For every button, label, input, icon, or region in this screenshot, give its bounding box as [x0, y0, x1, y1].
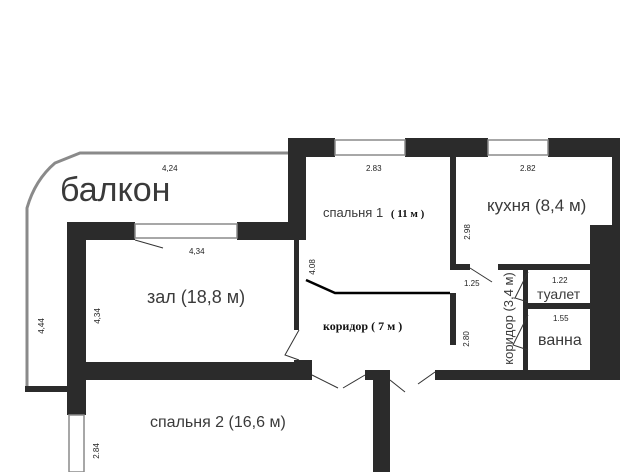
balcony-rail — [25, 151, 288, 392]
dim-bedroom2-height: 2.84 — [91, 443, 101, 459]
room-label-toilet: туалет — [537, 286, 581, 302]
bedroom1-name: спальня 1 — [323, 205, 384, 220]
dim-toilet-width: 1.22 — [552, 276, 568, 285]
dim-balcony-width: 4,24 — [162, 164, 178, 173]
dim-bath-width: 1.55 — [553, 314, 569, 323]
windows — [68, 139, 549, 472]
room-label-balcony: балкон — [60, 171, 171, 209]
room-label-bath: ванна — [538, 332, 582, 349]
room-label-bedroom1: спальня 1 ( 11 м ) — [323, 206, 424, 220]
walls — [67, 138, 620, 472]
dim-balcony-height: 4,44 — [36, 318, 46, 334]
bedroom1-area: ( 11 м ) — [390, 208, 425, 220]
dim-hall-height: 4,34 — [92, 308, 102, 324]
room-label-bedroom2: спальня 2 (16,6 м) — [150, 414, 286, 431]
doors — [134, 239, 529, 393]
dim-hall-width: 4,34 — [189, 247, 205, 256]
dim-kitchen-width: 2.82 — [520, 164, 536, 173]
bedroom1-partition — [305, 278, 450, 295]
room-label-corridor: коридор ( 7 м ) — [323, 319, 403, 333]
dim-kitchen-height: 2.98 — [462, 224, 472, 240]
balcony-floor-edge — [25, 386, 70, 392]
room-label-kitchen: кухня (8,4 м) — [487, 196, 587, 215]
dim-corridor2-width: 1.25 — [464, 279, 480, 288]
dim-bedroom1-height: 4.08 — [307, 259, 317, 275]
dim-corridor2-height: 2.80 — [461, 331, 471, 347]
room-label-hall: зал (18,8 м) — [147, 287, 246, 307]
room-label-corridor2: коридор (3,4 м) — [500, 272, 516, 365]
dim-bedroom1-width: 2.83 — [366, 164, 382, 173]
